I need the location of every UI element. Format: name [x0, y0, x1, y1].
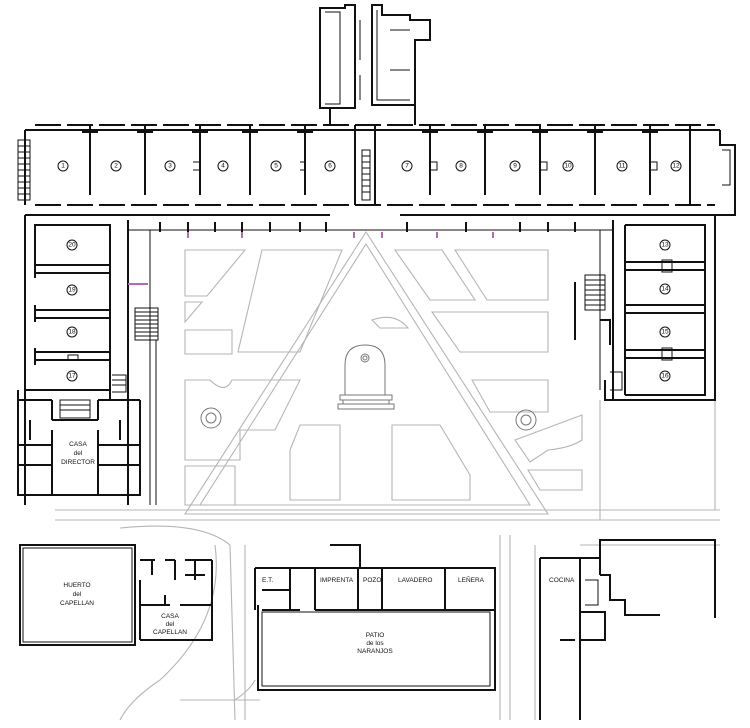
svg-text:NARANJOS: NARANJOS [357, 648, 393, 655]
room-15[interactable]: 15 [659, 326, 671, 338]
courtyard-garden [183, 230, 583, 515]
svg-text:HUERTO: HUERTO [63, 582, 90, 589]
room-pozo[interactable]: POZO [363, 577, 381, 584]
casa-del-director-label[interactable]: CASA del DIRECTOR [61, 441, 95, 466]
room-12[interactable]: 12 [670, 160, 682, 172]
svg-text:17: 17 [68, 373, 76, 380]
svg-text:10: 10 [564, 163, 572, 170]
room-11[interactable]: 11 [616, 160, 628, 172]
svg-text:6: 6 [328, 163, 332, 170]
service-block [254, 544, 496, 691]
svg-text:CAPELLAN: CAPELLAN [60, 600, 94, 607]
cocina-label[interactable]: COCINA [549, 577, 575, 584]
room-13[interactable]: 13 [659, 239, 671, 251]
svg-text:PATIO: PATIO [366, 632, 385, 639]
svg-text:14: 14 [661, 286, 669, 293]
svg-text:CAPELLAN: CAPELLAN [153, 629, 187, 636]
room-2[interactable]: 2 [110, 160, 122, 172]
svg-text:8: 8 [459, 163, 463, 170]
room-20[interactable]: 20 [66, 239, 78, 251]
room-et[interactable]: E.T. [262, 577, 273, 584]
svg-text:5: 5 [274, 163, 278, 170]
svg-text:CASA: CASA [161, 613, 179, 620]
svg-text:3: 3 [168, 163, 172, 170]
cocina-walls [539, 539, 716, 720]
svg-text:13: 13 [661, 242, 669, 249]
casa-del-director-walls [17, 390, 141, 496]
svg-text:DIRECTOR: DIRECTOR [61, 459, 95, 466]
svg-text:12: 12 [672, 163, 680, 170]
svg-text:CASA: CASA [69, 441, 87, 448]
room-17[interactable]: 17 [66, 370, 78, 382]
svg-text:15: 15 [661, 329, 669, 336]
cloister-gallery [127, 220, 614, 505]
svg-text:16: 16 [661, 373, 669, 380]
svg-text:del: del [73, 591, 82, 598]
room-8[interactable]: 8 [455, 160, 467, 172]
huerto-block [19, 544, 136, 646]
svg-text:del: del [166, 621, 175, 628]
room-19[interactable]: 19 [66, 284, 78, 296]
west-wing [24, 215, 130, 505]
room-9[interactable]: 9 [509, 160, 521, 172]
patio-de-los-naranjos-label[interactable]: PATIO de los NARANJOS [357, 632, 393, 655]
casa-del-capellan-label[interactable]: CASA del CAPELLAN [153, 613, 187, 636]
west-room-labels: 20 19 18 17 [66, 239, 78, 382]
room-4[interactable]: 4 [217, 160, 229, 172]
room-18[interactable]: 18 [66, 326, 78, 338]
room-7[interactable]: 7 [401, 160, 413, 172]
exterior-roads [55, 400, 720, 721]
room-1[interactable]: 1 [57, 160, 69, 172]
room-3[interactable]: 3 [164, 160, 176, 172]
svg-text:9: 9 [513, 163, 517, 170]
svg-text:18: 18 [68, 329, 76, 336]
casa-capellan-walls [139, 559, 213, 641]
svg-text:de los: de los [366, 640, 384, 647]
room-10[interactable]: 10 [562, 160, 574, 172]
north-annex [319, 4, 431, 125]
room-lenera[interactable]: LEÑERA [458, 575, 485, 584]
room-imprenta[interactable]: IMPRENTA [320, 577, 354, 584]
north-room-labels: 1 2 3 4 5 6 7 8 9 10 11 12 [57, 160, 682, 172]
svg-text:20: 20 [68, 242, 76, 249]
room-5[interactable]: 5 [270, 160, 282, 172]
svg-text:7: 7 [405, 163, 409, 170]
room-16[interactable]: 16 [659, 370, 671, 382]
huerto-del-capellan-label[interactable]: HUERTO del CAPELLAN [60, 582, 94, 607]
svg-text:19: 19 [68, 287, 76, 294]
svg-text:4: 4 [221, 163, 225, 170]
room-lavadero[interactable]: LAVADERO [398, 577, 432, 584]
svg-text:11: 11 [619, 163, 626, 170]
east-wing [604, 215, 716, 401]
svg-text:del: del [74, 450, 83, 457]
north-wing [17, 124, 736, 216]
svg-text:2: 2 [114, 163, 118, 170]
svg-text:1: 1 [61, 163, 65, 170]
room-6[interactable]: 6 [324, 160, 336, 172]
east-room-labels: 13 14 15 16 [659, 239, 671, 382]
room-14[interactable]: 14 [659, 283, 671, 295]
service-room-labels: E.T. IMPRENTA POZO LAVADERO LEÑERA [262, 575, 485, 584]
